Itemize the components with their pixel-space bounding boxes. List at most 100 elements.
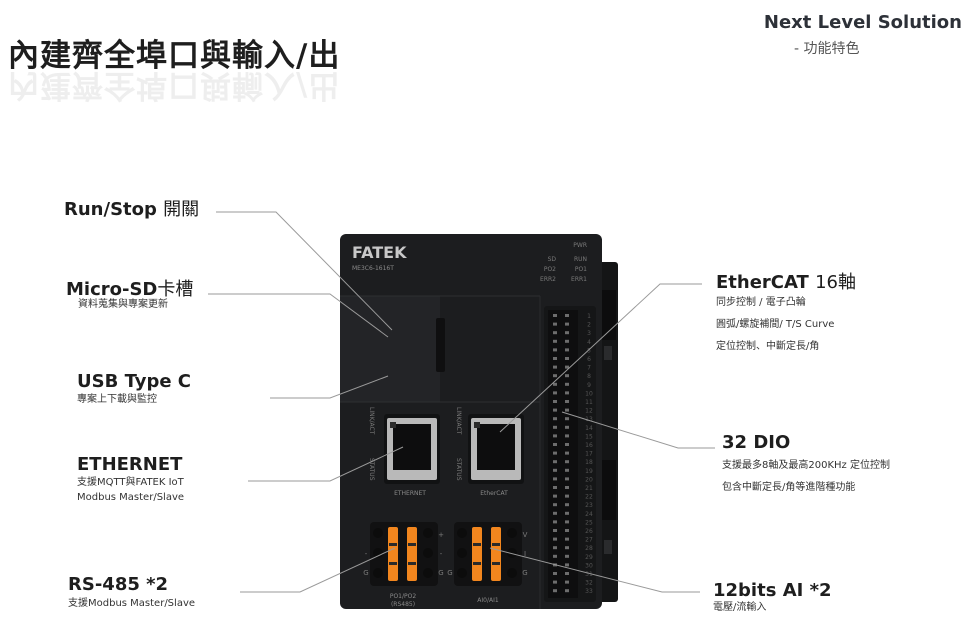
feature-run-stop: Run/Stop 開關: [64, 199, 200, 220]
dio-pin: [565, 477, 569, 481]
pin-number: 14: [585, 425, 593, 432]
port-side-label: LINK/ACT: [368, 407, 375, 435]
svg-text:-: -: [365, 550, 368, 558]
port-side-label: LINK/ACT: [455, 407, 462, 435]
device-model: ME3C6-1616T: [352, 265, 394, 272]
led-label: PWR: [573, 242, 587, 249]
feature-32-dio: 32 DIO: [722, 432, 791, 453]
dio-pin: [565, 503, 569, 507]
dio-pin: [553, 520, 557, 524]
port-side-label: STATUS: [455, 458, 462, 481]
pin-number: 1: [587, 313, 591, 320]
feature-micro-sd-desc: 資料蒐集與專案更新: [78, 299, 168, 310]
dio-pin: [553, 451, 557, 455]
led-label: ERR2: [540, 276, 556, 283]
dio-pin: [565, 339, 569, 343]
dio-pin: [565, 589, 569, 593]
dio-pin: [565, 468, 569, 472]
svg-text:G: G: [522, 569, 527, 577]
dio-pin: [565, 486, 569, 489]
port-side-label: STATUS: [368, 458, 375, 481]
pin-number: 15: [585, 433, 593, 440]
feature-ethercat-desc-2: 圓弧/螺旋補間/ T/S Curve: [716, 319, 835, 330]
dio-pin: [565, 391, 569, 395]
pin-number: 8: [587, 373, 591, 380]
dio-pin: [553, 434, 557, 438]
dio-pin: [553, 572, 557, 575]
feature-ethernet-desc-1: 支援MQTT與FATEK IoT: [77, 477, 184, 488]
led-label: SD: [548, 256, 557, 263]
pin-number: 20: [585, 476, 593, 483]
pin-number: 18: [585, 459, 593, 466]
dio-pin: [565, 443, 569, 446]
dio-pin: [565, 314, 569, 317]
led-labels: SD PO2 ERR2 PWR RUN PO1 ERR1: [540, 242, 587, 283]
feature-rs485: RS-485 *2: [68, 574, 169, 595]
dio-pin: [553, 365, 557, 369]
dio-pin: [553, 374, 557, 378]
svg-text:G: G: [363, 569, 368, 577]
led-label: ERR1: [571, 276, 587, 283]
leader-lines: [208, 211, 715, 593]
terminal-label: (RS485): [391, 601, 415, 608]
pin-number: 27: [585, 537, 593, 544]
port-label: EtherCAT: [480, 490, 508, 497]
led-label: PO2: [544, 266, 556, 273]
dio-pin: [553, 425, 557, 429]
ai-terminal: V I G G AI0/AI1: [447, 522, 528, 604]
pin-number: 10: [585, 390, 593, 397]
pin-number: 12: [585, 408, 593, 415]
pin-number: 5: [587, 347, 591, 354]
feature-ethernet-desc-2: Modbus Master/Slave: [77, 492, 185, 503]
feature-ethercat-desc-3: 定位控制、中斷定長/角: [716, 341, 820, 352]
dio-pin: [553, 348, 557, 352]
dio-pin: [553, 400, 557, 403]
dio-pin: [553, 580, 557, 584]
pin-number: 9: [587, 382, 591, 389]
pin-number: 33: [585, 588, 593, 595]
dio-pin: [553, 322, 557, 326]
pin-number: 29: [585, 554, 593, 561]
dio-pin: [565, 348, 569, 352]
pin-number: 13: [585, 416, 593, 423]
pin-number: 21: [585, 485, 593, 492]
port-label: ETHERNET: [394, 490, 426, 497]
dio-pin: [565, 580, 569, 584]
svg-text:+: +: [438, 531, 444, 539]
dio-pin: [565, 322, 569, 326]
dio-pin: [565, 546, 569, 550]
led-label: RUN: [574, 256, 587, 263]
dio-pin: [553, 468, 557, 472]
terminal-label: PO1/PO2: [390, 593, 417, 600]
dio-pin: [565, 400, 569, 403]
terminal-label: AI0/AI1: [477, 597, 499, 604]
dio-pin: [553, 443, 557, 446]
pin-number: 3: [587, 330, 591, 337]
svg-text:G: G: [447, 569, 452, 577]
dio-pin: [565, 331, 569, 335]
dio-pin: [553, 546, 557, 550]
pin-number: 30: [585, 562, 593, 569]
dio-pin: [565, 494, 569, 498]
side-rail: [598, 262, 618, 602]
pin-number: 23: [585, 502, 593, 509]
pin-number: 4: [587, 339, 591, 346]
feature-32-dio-desc-1: 支援最多8軸及最高200KHz 定位控制: [722, 460, 890, 471]
dio-pin: [553, 503, 557, 507]
feature-32-dio-desc-2: 包含中斷定長/角等進階種功能: [722, 482, 856, 493]
dio-pin: [565, 520, 569, 524]
micro-sd-slot: [436, 318, 445, 372]
feature-ethercat: EtherCAT 16軸: [716, 272, 857, 293]
dio-pin: [553, 408, 557, 412]
svg-text:G: G: [438, 569, 443, 577]
dio-pin: [553, 589, 557, 593]
dio-pin: [553, 391, 557, 395]
dio-pin: [553, 477, 557, 481]
feature-ethercat-desc-1: 同步控制 / 電子凸輪: [716, 297, 806, 308]
dio-pin: [565, 382, 569, 386]
dio-pin: [565, 554, 569, 558]
svg-text:-: -: [440, 550, 443, 558]
dio-pin: [553, 417, 557, 421]
dio-pin: [565, 511, 569, 515]
svg-text:I: I: [524, 550, 526, 558]
